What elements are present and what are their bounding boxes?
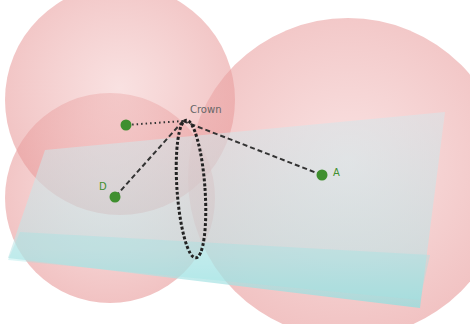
intersection-circle: [172, 119, 210, 259]
anchor-dot: [317, 170, 328, 181]
point-label: D: [99, 181, 107, 193]
anchor-dot: [110, 192, 121, 203]
distance-line: [183, 121, 322, 175]
anchor-dot: [121, 120, 132, 131]
point-label: A: [333, 167, 340, 179]
point-label: Crown: [190, 104, 222, 116]
plane-band: [8, 232, 430, 300]
distance-line: [126, 121, 183, 125]
distance-line: [115, 121, 183, 197]
plane: [8, 112, 445, 308]
